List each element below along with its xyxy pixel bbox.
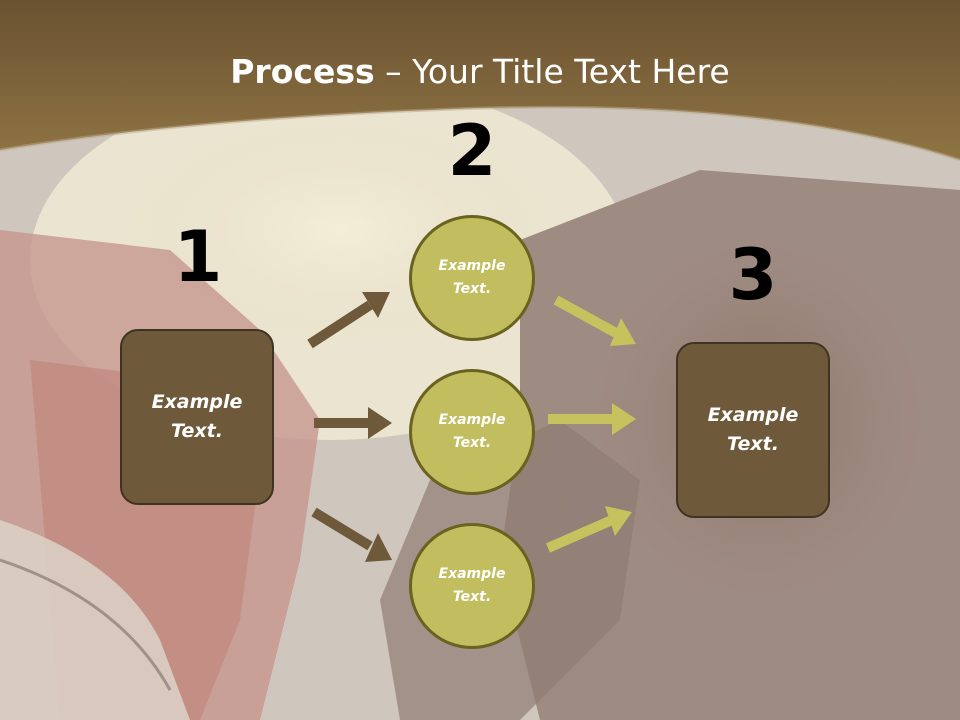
slide-title: Process – Your Title Text Here: [0, 52, 960, 91]
step-number-1: 1: [173, 216, 223, 298]
circle-middle-text: Example Text.: [438, 412, 506, 451]
arrow-right-icon: [314, 407, 392, 439]
title-bold: Process: [230, 52, 375, 91]
circle-top-text: Example Text.: [438, 258, 506, 297]
step-3-text: Example Text.: [707, 404, 799, 455]
title-rest: – Your Title Text Here: [374, 52, 730, 91]
circle-top: Example Text.: [409, 215, 535, 341]
arrow-up-right-icon: [545, 506, 632, 553]
arrow-down-right-icon: [553, 295, 636, 346]
step-1-text: Example Text.: [151, 391, 243, 442]
arrow-right-icon: [548, 403, 636, 435]
circle-bottom-text: Example Text.: [438, 566, 506, 605]
step-number-3: 3: [728, 234, 778, 316]
arrow-up-right-icon: [307, 292, 390, 349]
circle-middle: Example Text.: [409, 369, 535, 495]
step-3-box: Example Text.: [676, 342, 830, 518]
circle-bottom: Example Text.: [409, 523, 535, 649]
arrow-down-right-icon: [311, 507, 392, 562]
step-1-box: Example Text.: [120, 329, 274, 505]
step-number-2: 2: [447, 110, 497, 192]
